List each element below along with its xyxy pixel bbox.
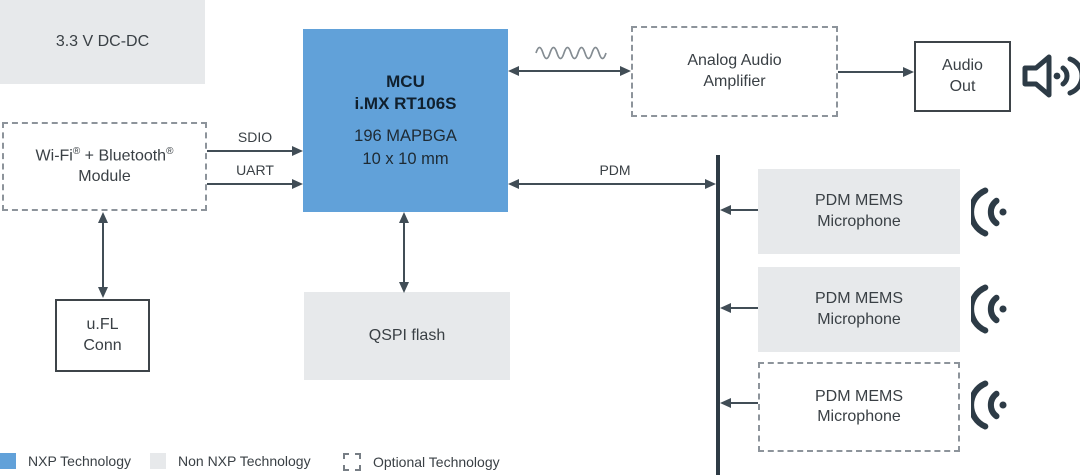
mcu-title2: i.MX RT106S [354, 93, 457, 113]
qspi-arrowhead-up [399, 212, 409, 223]
mic1-line1: PDM MEMS [815, 192, 903, 210]
mcu-package: 196 MAPBGA [354, 126, 457, 145]
block-ufl-conn: u.FL Conn [55, 299, 150, 372]
qspi-arrow-line [403, 222, 405, 284]
legend-item-non-nxp: Non NXP Technology [150, 453, 311, 469]
ufl-arrow-line [102, 222, 104, 288]
block-pdm-mic-1: PDM MEMS Microphone [758, 169, 960, 254]
legend-swatch-non-nxp [150, 453, 166, 469]
mic2-arrow-line [729, 307, 758, 309]
mcu-size: 10 x 10 mm [362, 149, 449, 168]
speaker-volume-icon [1022, 54, 1080, 98]
block-mcu: MCU i.MX RT106S 196 MAPBGA 10 x 10 mm [303, 29, 508, 212]
registered-mark: ® [166, 145, 174, 157]
block-analog-audio-amplifier: Analog Audio Amplifier [631, 26, 838, 117]
analog-audio-arrowhead-left [508, 66, 519, 76]
amp-line1: Analog Audio [687, 52, 782, 70]
mic2-line1: PDM MEMS [815, 290, 903, 308]
uart-arrowhead [292, 179, 303, 189]
legend-item-nxp: NXP Technology [0, 453, 131, 469]
registered-mark: ® [72, 145, 81, 157]
pdm-arrowhead-right [705, 179, 716, 189]
legend-label-nxp: NXP Technology [28, 453, 131, 469]
uart-label: UART [236, 162, 274, 178]
pdm-label: PDM [599, 162, 631, 178]
wifi-bt-line1: Wi-Fi® + Bluetooth® [35, 145, 174, 165]
analog-audio-arrow-line [517, 70, 623, 72]
sdio-arrowhead [292, 146, 303, 156]
ufl-arrowhead-down [98, 287, 108, 298]
block-wifi-bt-module: Wi-Fi® + Bluetooth® Module [2, 122, 207, 211]
uart-arrow-line [207, 183, 293, 185]
speaker-dot [1053, 72, 1061, 80]
dcdc-label: 3.3 V DC-DC [55, 32, 150, 50]
ufl-line1: u.FL [86, 316, 119, 334]
sdio-arrow-line [207, 150, 293, 152]
mic1-line2: Microphone [817, 212, 901, 230]
sound-waves-icon [971, 284, 1007, 334]
legend-item-optional: Optional Technology [343, 453, 500, 471]
mic3-line2: Microphone [817, 408, 901, 425]
pdm-bus-line [716, 155, 720, 475]
mic3-arrow-line [729, 402, 758, 404]
mic3-arrowhead [720, 398, 731, 408]
sound-waves-icon [971, 187, 1007, 237]
legend-label-non-nxp: Non NXP Technology [178, 453, 311, 469]
audio-out-line1: Audio [942, 57, 983, 75]
legend-swatch-nxp [0, 453, 16, 469]
sine-wave-icon [535, 46, 607, 60]
sound-waves-icon [971, 380, 1007, 430]
audio-out-arrow-line [838, 71, 905, 73]
legend-label-optional: Optional Technology [373, 454, 500, 470]
block-audio-out: Audio Out [914, 41, 1011, 112]
amp-line2: Amplifier [703, 72, 766, 90]
mic3-line1: PDM MEMS [815, 387, 903, 405]
ufl-arrowhead-up [98, 212, 108, 223]
legend-swatch-optional [343, 453, 361, 471]
ufl-line2: Conn [83, 336, 122, 354]
wifi-bt-line2: Module [78, 167, 131, 185]
mic2-arrowhead [720, 303, 731, 313]
mic2-line2: Microphone [817, 310, 901, 328]
mic1-arrow-line [729, 209, 758, 211]
block-qspi-flash: QSPI flash [304, 292, 510, 380]
audio-out-arrowhead [903, 67, 914, 77]
audio-out-line2: Out [949, 77, 976, 95]
block-pdm-mic-2: PDM MEMS Microphone [758, 267, 960, 352]
qspi-label: QSPI flash [368, 326, 446, 344]
pdm-arrow-line [517, 183, 707, 185]
mic1-arrowhead [720, 205, 731, 215]
analog-audio-arrowhead-right [620, 66, 631, 76]
block-pdm-mic-3-optional: PDM MEMS Microphone [758, 362, 960, 452]
block-dcdc: 3.3 V DC-DC [0, 0, 205, 84]
sdio-label: SDIO [237, 129, 273, 145]
qspi-arrowhead-down [399, 282, 409, 293]
mcu-title1: MCU [386, 72, 425, 92]
pdm-arrowhead-left [508, 179, 519, 189]
